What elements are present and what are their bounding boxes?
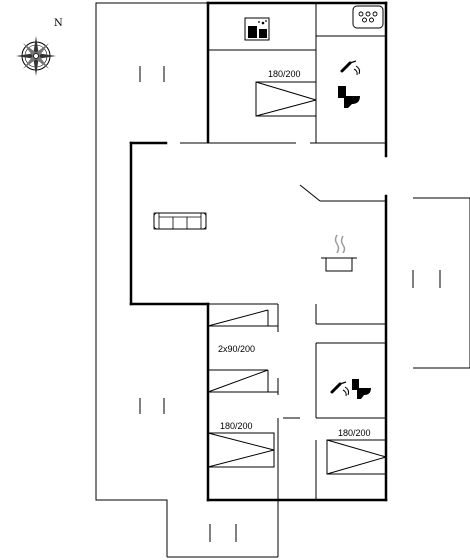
bed-top-double (255, 81, 317, 117)
shower-icon (330, 381, 350, 397)
washing-machine-icon (244, 17, 270, 41)
compass-rose-icon (16, 36, 56, 76)
right-terrace-outline (413, 197, 470, 369)
terrace-outline-dashed (95, 336, 167, 501)
sofa-icon (153, 212, 207, 230)
bed-size-label: 2x90/200 (218, 344, 255, 354)
terrace-outline (95, 2, 279, 558)
bed-twin-upper (207, 309, 269, 327)
toilet-icon (352, 379, 371, 399)
interior-walls (180, 3, 386, 500)
bed-twin-lower (207, 369, 269, 393)
exterior-walls (129, 1, 388, 502)
toilet-icon (338, 86, 360, 108)
sauna-icon (352, 5, 384, 29)
decking-marks (139, 66, 441, 542)
bed-size-label: 180/200 (268, 69, 301, 79)
bed-size-label: 180/200 (338, 428, 371, 438)
bed-lower-right-double (326, 439, 387, 475)
bed-size-label: 180/200 (220, 421, 253, 431)
shower-icon (340, 60, 361, 76)
north-label: N (54, 18, 63, 29)
bed-lower-left-double (207, 432, 275, 468)
cooking-pot-icon (321, 234, 357, 272)
